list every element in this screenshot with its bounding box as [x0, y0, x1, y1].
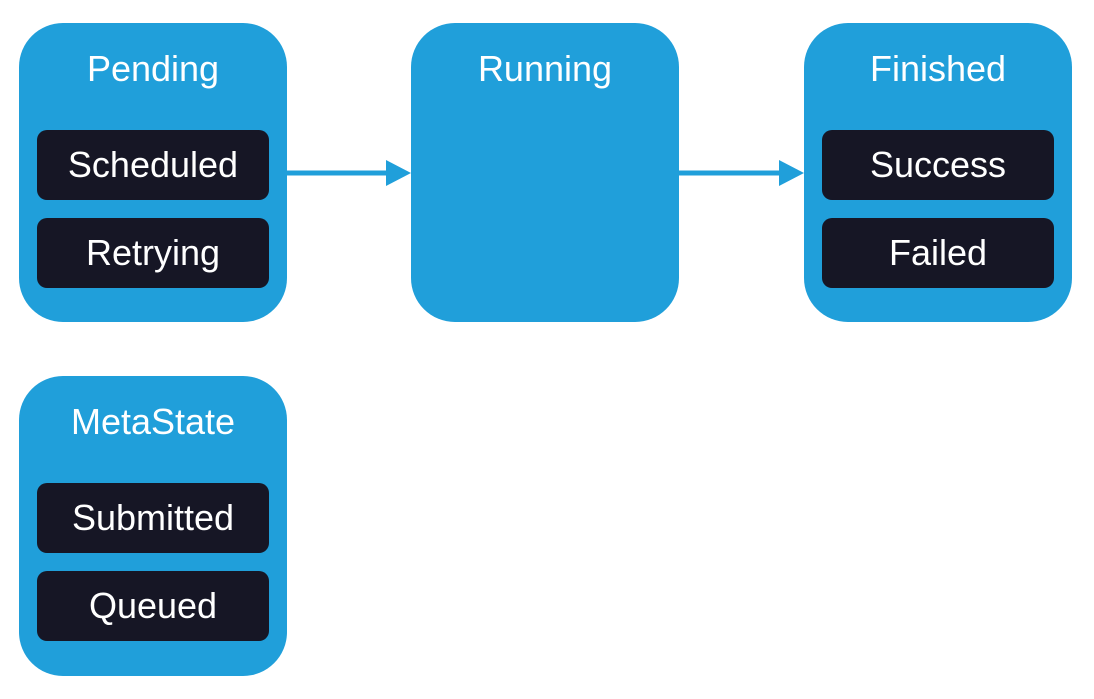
- running-title: Running: [477, 48, 613, 89]
- pending-group: Pending Scheduled Retrying: [19, 23, 287, 322]
- running-group: Running: [411, 23, 679, 322]
- state-scheduled: Scheduled: [37, 130, 269, 200]
- arrow-running-to-finished: [679, 160, 804, 186]
- state-queued: Queued: [37, 571, 269, 641]
- state-submitted: Submitted: [37, 483, 269, 553]
- arrow-pending-to-running: [287, 160, 411, 186]
- metastate-group: MetaState Submitted Queued: [19, 376, 287, 676]
- state-failed: Failed: [822, 218, 1054, 288]
- finished-group: Finished Success Failed: [804, 23, 1072, 322]
- state-success: Success: [822, 130, 1054, 200]
- pending-title: Pending: [86, 48, 220, 89]
- finished-title: Finished: [869, 48, 1007, 89]
- state-retrying: Retrying: [37, 218, 269, 288]
- metastate-title: MetaState: [70, 401, 236, 442]
